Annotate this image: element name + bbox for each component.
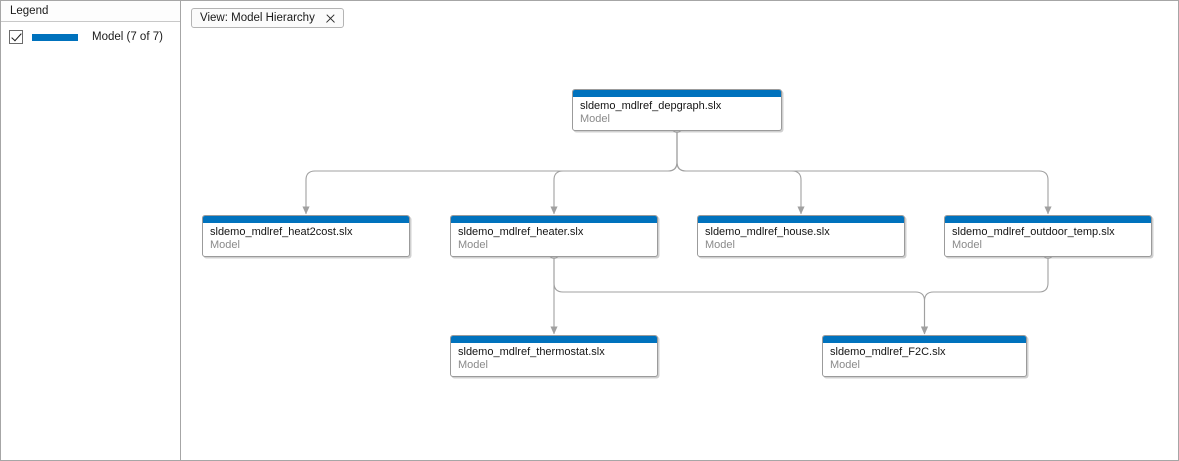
graph-canvas[interactable]: View: Model Hierarchy sldemo_mdlref_depg… <box>181 1 1178 460</box>
node-subtitle: Model <box>210 239 240 251</box>
node-subtitle: Model <box>705 239 735 251</box>
node-type-bar <box>203 216 409 223</box>
node-title: sldemo_mdlref_heat2cost.slx <box>210 226 353 238</box>
node-subtitle: Model <box>458 359 488 371</box>
node-title: sldemo_mdlref_outdoor_temp.slx <box>952 226 1115 238</box>
node-subtitle: Model <box>580 113 610 125</box>
legend-checkbox-model[interactable] <box>9 30 23 44</box>
legend-title: Legend <box>1 1 180 22</box>
node-title: sldemo_mdlref_heater.slx <box>458 226 584 238</box>
view-tab-label: View: Model Hierarchy <box>200 12 315 24</box>
edge-depgraph-heat2cost <box>302 127 678 215</box>
node-type-bar <box>698 216 904 223</box>
node-title: sldemo_mdlref_house.slx <box>705 226 830 238</box>
legend-item-label: Model (7 of 7) <box>92 31 163 43</box>
node-type-bar <box>573 90 781 97</box>
edge-depgraph-heater <box>550 127 678 215</box>
node-type-bar <box>451 336 657 343</box>
node-title: sldemo_mdlref_thermostat.slx <box>458 346 605 358</box>
node-type-bar <box>823 336 1026 343</box>
node-subtitle: Model <box>830 359 860 371</box>
node-title: sldemo_mdlref_depgraph.slx <box>580 100 722 112</box>
node-title: sldemo_mdlref_F2C.slx <box>830 346 946 358</box>
edge-depgraph-house <box>676 127 805 215</box>
edge-outdoor_temp-F2C <box>920 253 1049 335</box>
node-subtitle: Model <box>458 239 488 251</box>
node-type-bar <box>945 216 1151 223</box>
edge-heater-F2C <box>553 253 929 335</box>
node-subtitle: Model <box>952 239 982 251</box>
view-tab-model-hierarchy[interactable]: View: Model Hierarchy <box>191 8 344 28</box>
legend-color-swatch-model <box>32 33 78 41</box>
legend-panel: Legend Model (7 of 7) <box>1 1 181 460</box>
close-icon[interactable] <box>325 13 336 24</box>
edge-depgraph-outdoor_temp <box>676 127 1052 215</box>
legend-item-model[interactable]: Model (7 of 7) <box>1 26 180 48</box>
node-type-bar <box>451 216 657 223</box>
